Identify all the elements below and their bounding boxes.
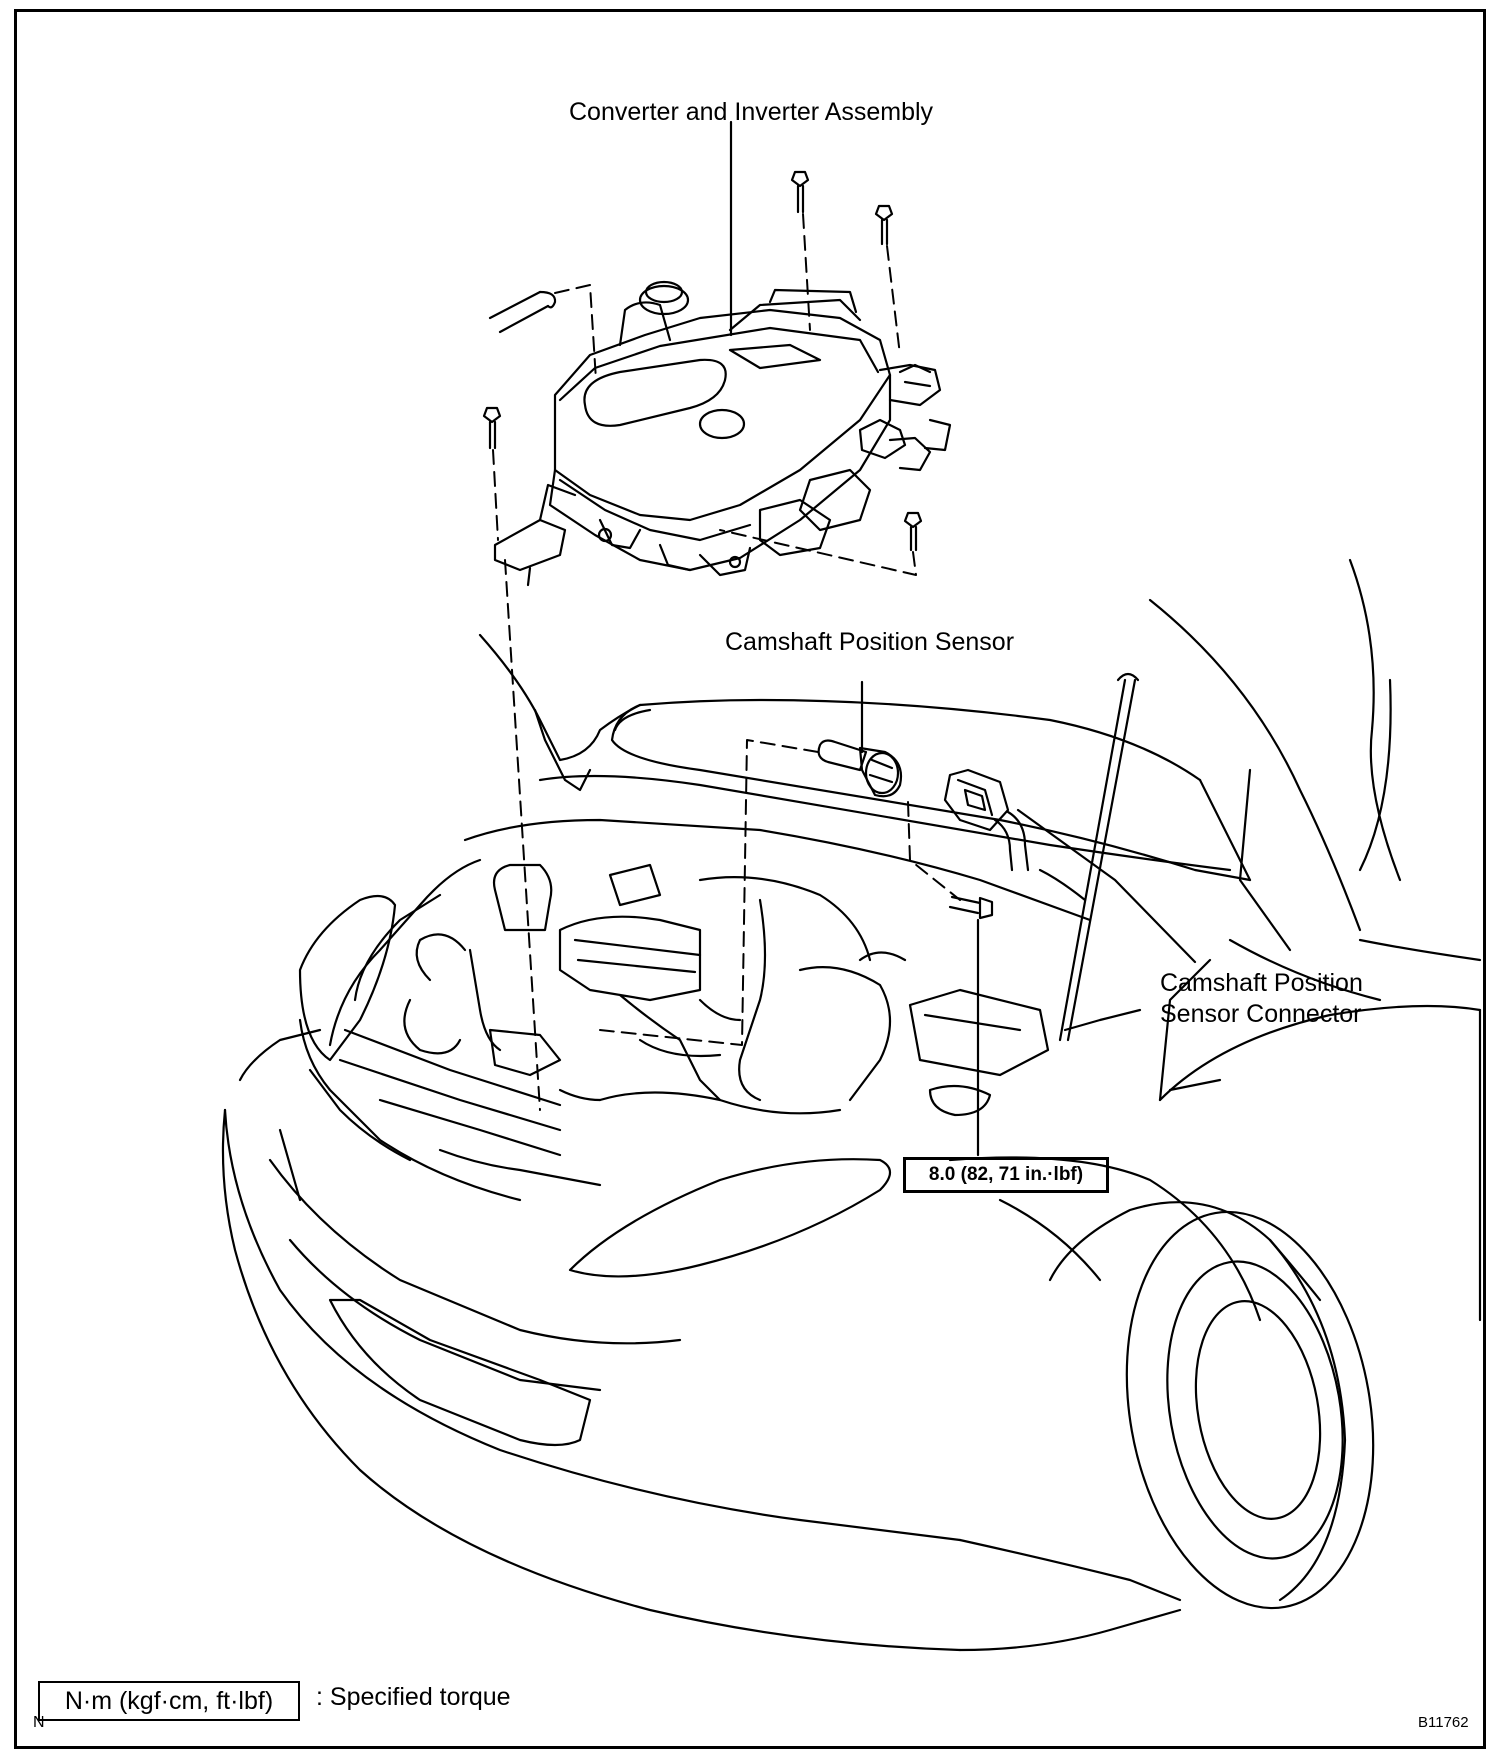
converter-inverter-assembly-drawing	[482, 120, 952, 587]
corner-mark: N	[33, 1714, 45, 1731]
label-converter-inverter-assembly: Converter and Inverter Assembly	[569, 98, 934, 126]
vehicle-body-drawing	[221, 558, 1482, 1652]
label-camshaft-sensor-connector-line2: Sensor Connector	[1160, 1000, 1362, 1029]
label-camshaft-sensor-connector: Camshaft Position Sensor Connector	[1160, 968, 1363, 1031]
figure-frame	[14, 9, 1486, 1749]
sensor-bolt-icon	[948, 895, 994, 1157]
assembly-dashed-guides	[492, 213, 961, 1111]
figure-id: B11762	[1418, 1714, 1469, 1731]
torque-legend-box: N·m (kgf·cm, ft·lbf)	[38, 1681, 300, 1721]
torque-callout: 8.0 (82, 71 in.·lbf)	[903, 1157, 1109, 1193]
camshaft-sensor-connector-drawing	[943, 768, 1197, 964]
camshaft-position-sensor-drawing	[817, 680, 903, 798]
label-camshaft-sensor-connector-line1: Camshaft Position	[1160, 969, 1363, 997]
torque-legend-description: : Specified torque	[316, 1683, 511, 1711]
label-camshaft-position-sensor: Camshaft Position Sensor	[725, 628, 1015, 656]
mounting-bolt-icons	[482, 170, 923, 552]
